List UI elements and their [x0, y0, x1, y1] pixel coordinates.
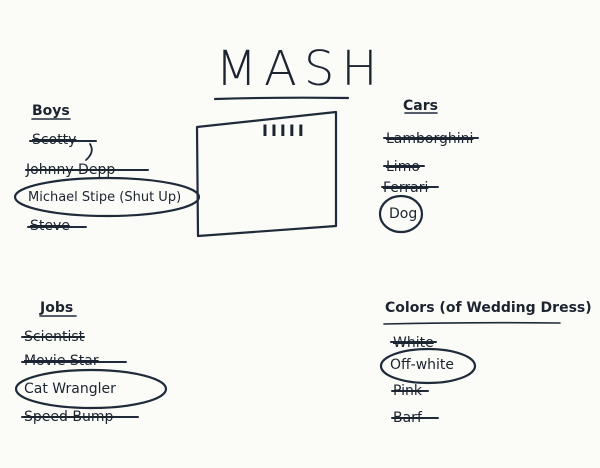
jobs-item-cat-wrangler: Cat Wrangler	[24, 381, 116, 397]
jobs-item-movie-star: Movie Star	[24, 353, 99, 369]
cars-header: Cars	[403, 98, 438, 114]
dog-circle	[378, 194, 424, 234]
jobs-item-scientist: Scientist	[24, 329, 85, 345]
boys-connector	[85, 143, 93, 161]
jobs-item-speed-bump: Speed Bump	[24, 409, 114, 425]
tally-marks: IIIII	[262, 121, 307, 140]
colors-item-pink: Pink	[393, 383, 423, 399]
boys-item-johnny-depp: Johnny Depp	[26, 162, 116, 178]
boys-item-steve: Steve	[30, 218, 70, 234]
colors-header-underline	[383, 321, 561, 325]
cars-item-dog: Dog	[389, 206, 418, 222]
colors-item-white: White	[393, 335, 434, 351]
cars-item-lamborghini: Lamborghini	[386, 131, 474, 147]
cars-item-limo: Limo	[386, 159, 420, 175]
offwhite-circle	[379, 347, 477, 385]
boys-item-michael-stipe: Michael Stipe (Shut Up)	[28, 190, 182, 205]
cars-item-ferrari: Ferrari	[383, 180, 429, 196]
boys-header: Boys	[32, 103, 70, 119]
colors-item-barf: Barf	[393, 410, 422, 426]
catwrangler-circle	[14, 368, 168, 410]
colors-header: Colors (of Wedding Dress)	[385, 300, 592, 316]
title-underline	[213, 96, 350, 101]
jobs-header: Jobs	[40, 300, 74, 316]
michael-circle	[13, 176, 201, 218]
colors-item-off-white: Off-white	[390, 357, 455, 373]
boys-item-scotty: Scotty	[32, 132, 77, 148]
page-title: MASH	[215, 41, 385, 97]
